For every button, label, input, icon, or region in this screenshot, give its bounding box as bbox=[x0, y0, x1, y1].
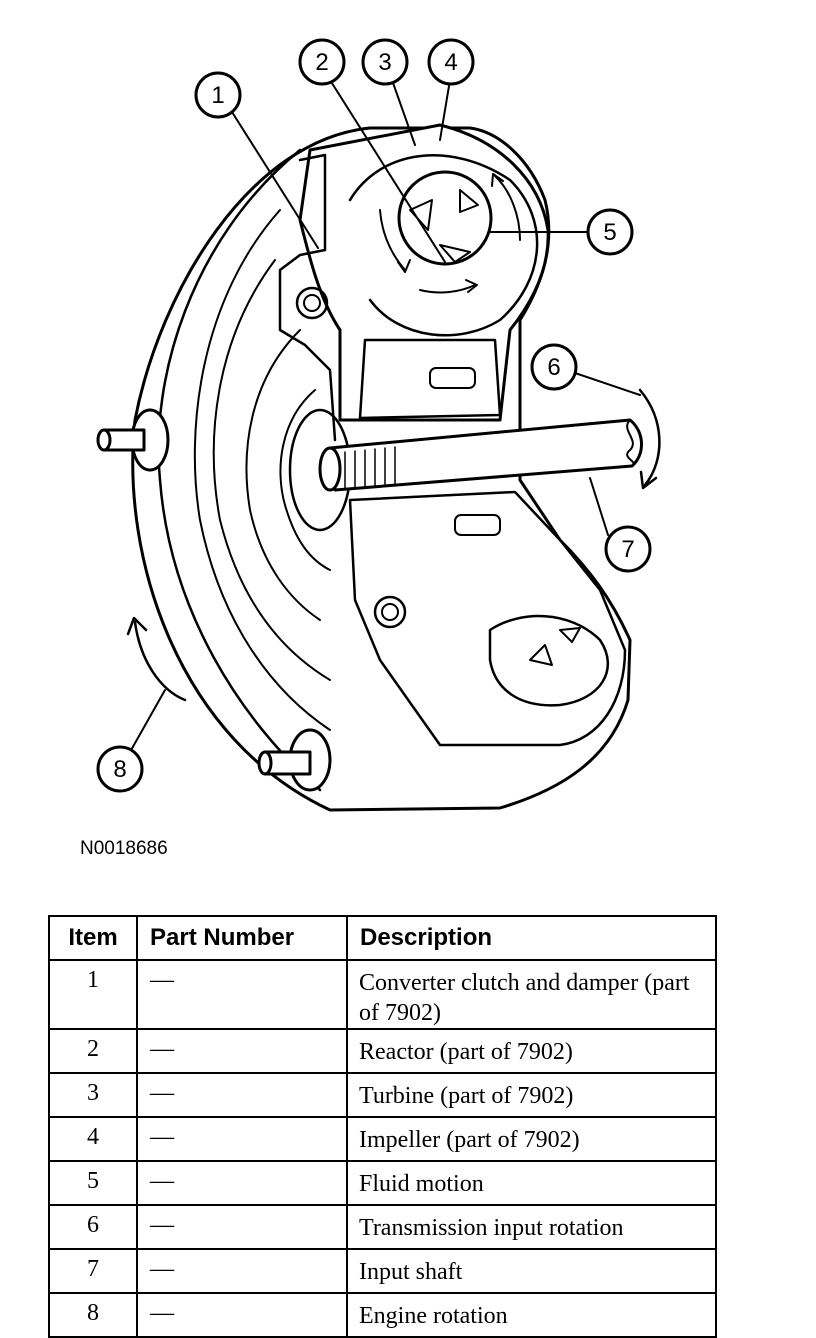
callout-8: 8 bbox=[96, 745, 144, 793]
table-row: 2 — Reactor (part of 7902) bbox=[48, 1028, 717, 1074]
stator-roller-lower bbox=[454, 514, 501, 536]
cell-part: — bbox=[136, 1028, 348, 1074]
cell-desc: Turbine (part of 7902) bbox=[346, 1072, 717, 1118]
stud-upper bbox=[96, 408, 170, 472]
cell-desc: Fluid motion bbox=[346, 1160, 717, 1206]
cell-part: — bbox=[136, 1292, 348, 1338]
fluid-arrow-bottom bbox=[419, 284, 476, 294]
cell-item: 3 bbox=[48, 1072, 138, 1118]
fluid-vane-2 bbox=[459, 189, 479, 213]
callout-5: 5 bbox=[586, 208, 634, 256]
cell-desc: Impeller (part of 7902) bbox=[346, 1116, 717, 1162]
damper-spring-lower bbox=[373, 595, 407, 629]
callout-8-label: 8 bbox=[113, 756, 126, 783]
figure-code: N0018686 bbox=[80, 838, 168, 859]
stud-lower bbox=[257, 728, 332, 792]
shaft-splines bbox=[344, 446, 396, 489]
callout-5-label: 5 bbox=[603, 219, 616, 246]
callout-7: 7 bbox=[604, 525, 652, 573]
callout-6-label: 6 bbox=[547, 354, 560, 381]
cutaway-lower bbox=[348, 490, 627, 747]
transmission-rotation-arrow bbox=[638, 388, 661, 487]
callout-2: 2 bbox=[298, 38, 346, 86]
stator-block bbox=[358, 338, 502, 420]
table-row: 8 — Engine rotation bbox=[48, 1292, 717, 1338]
cell-part: — bbox=[136, 1204, 348, 1250]
table-row: 3 — Turbine (part of 7902) bbox=[48, 1072, 717, 1118]
fluid-arrow-right bbox=[494, 175, 521, 241]
leader-3 bbox=[391, 79, 416, 146]
callout-3-label: 3 bbox=[378, 49, 391, 76]
clutch-piston bbox=[278, 153, 337, 442]
leader-8 bbox=[129, 689, 166, 753]
cell-part: — bbox=[136, 1248, 348, 1294]
table-row: 6 — Transmission input rotation bbox=[48, 1204, 717, 1250]
cell-item: 5 bbox=[48, 1160, 138, 1206]
torus-upper-outer bbox=[348, 154, 539, 337]
cell-item: 1 bbox=[48, 959, 138, 1030]
cover-curve-1 bbox=[157, 148, 322, 792]
fluid-circle bbox=[397, 170, 493, 266]
callout-6: 6 bbox=[530, 343, 578, 391]
leader-2 bbox=[329, 79, 446, 263]
cover-curve-5 bbox=[279, 389, 331, 571]
torque-converter-diagram: 1 2 3 4 5 6 7 8 bbox=[96, 38, 661, 812]
parts-table: Item Part Number Description 1 — Convert… bbox=[48, 915, 717, 1338]
table-header-row: Item Part Number Description bbox=[48, 915, 717, 961]
table-row: 4 — Impeller (part of 7902) bbox=[48, 1116, 717, 1162]
leader-7 bbox=[589, 477, 609, 536]
cell-desc: Transmission input rotation bbox=[346, 1204, 717, 1250]
callout-4: 4 bbox=[427, 38, 475, 86]
table-row: 5 — Fluid motion bbox=[48, 1160, 717, 1206]
callout-2-label: 2 bbox=[315, 49, 328, 76]
cell-part: — bbox=[136, 1116, 348, 1162]
cell-desc: Reactor (part of 7902) bbox=[346, 1028, 717, 1074]
cell-item: 8 bbox=[48, 1292, 138, 1338]
shaft-break bbox=[626, 419, 635, 467]
cover-curve-2 bbox=[193, 209, 331, 731]
fluid-vane-3 bbox=[439, 244, 471, 263]
callout-1-label: 1 bbox=[211, 82, 224, 109]
stator-roller bbox=[429, 367, 476, 389]
cell-desc: Input shaft bbox=[346, 1248, 717, 1294]
callout-7-label: 7 bbox=[621, 536, 634, 563]
cover-curve-4 bbox=[245, 329, 321, 621]
engine-rotation-arrow bbox=[133, 620, 187, 702]
cell-desc: Engine rotation bbox=[346, 1292, 717, 1338]
torus-lower bbox=[488, 614, 610, 707]
leader-4 bbox=[439, 79, 451, 141]
callout-4-label: 4 bbox=[444, 49, 457, 76]
cell-part: — bbox=[136, 959, 348, 1030]
cell-part: — bbox=[136, 1160, 348, 1206]
damper-spring-upper bbox=[295, 286, 329, 320]
leader-6 bbox=[571, 371, 641, 396]
cell-item: 4 bbox=[48, 1116, 138, 1162]
table-row: 1 — Converter clutch and damper (part of… bbox=[48, 959, 717, 1030]
table-row: 7 — Input shaft bbox=[48, 1248, 717, 1294]
cell-item: 6 bbox=[48, 1204, 138, 1250]
cover-curve-3 bbox=[212, 259, 331, 681]
callout-1: 1 bbox=[194, 71, 242, 119]
leader-1 bbox=[231, 111, 319, 249]
header-part-number: Part Number bbox=[136, 915, 348, 961]
cell-desc: Converter clutch and damper (part of 790… bbox=[346, 959, 717, 1030]
cell-part: — bbox=[136, 1072, 348, 1118]
callout-3: 3 bbox=[361, 38, 409, 86]
cell-item: 2 bbox=[48, 1028, 138, 1074]
header-description: Description bbox=[346, 915, 717, 961]
cell-item: 7 bbox=[48, 1248, 138, 1294]
header-item: Item bbox=[48, 915, 138, 961]
